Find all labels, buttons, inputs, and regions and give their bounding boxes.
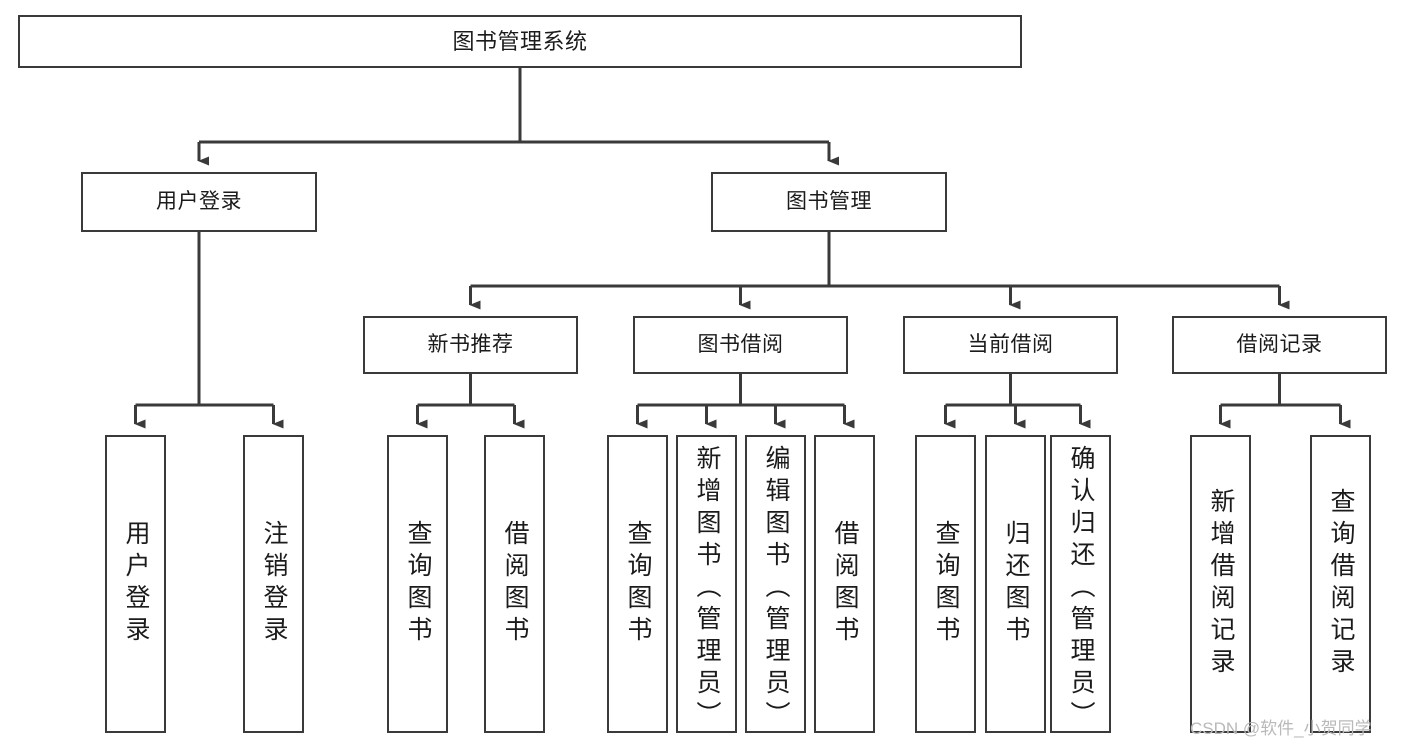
node-leaf-query-book-2[interactable]: 查询图书 (607, 435, 668, 733)
node-leaf-add-record[interactable]: 新增借阅记录 (1190, 435, 1251, 733)
node-label-borrow-record: 借阅记录 (1236, 332, 1323, 356)
csdn-watermark: CSDN @软件_小贺同学 (1190, 719, 1372, 738)
node-book-manage[interactable]: 图书管理 (711, 172, 947, 232)
node-label-leaf-query-book-3: 查询图书 (932, 520, 960, 648)
node-label-leaf-edit-book: 编辑图书（管理员） (762, 445, 790, 733)
node-leaf-return-book[interactable]: 归还图书 (985, 435, 1046, 733)
node-leaf-edit-book[interactable]: 编辑图书（管理员） (745, 435, 806, 733)
node-leaf-confirm-return[interactable]: 确认归还（管理员） (1050, 435, 1111, 733)
node-book-borrow[interactable]: 图书借阅 (633, 316, 848, 374)
node-label-book-borrow: 图书借阅 (697, 332, 784, 356)
node-borrow-record[interactable]: 借阅记录 (1172, 316, 1387, 374)
node-leaf-user-logout[interactable]: 注销登录 (243, 435, 304, 733)
node-leaf-query-book-1[interactable]: 查询图书 (387, 435, 448, 733)
node-label-book-manage: 图书管理 (786, 189, 872, 213)
node-label-root: 图书管理系统 (452, 28, 588, 54)
node-label-leaf-borrow-book-2: 借阅图书 (831, 520, 859, 648)
node-user-login[interactable]: 用户登录 (81, 172, 317, 232)
node-label-leaf-query-book-1: 查询图书 (404, 520, 432, 648)
node-label-leaf-user-login: 用户登录 (122, 520, 150, 648)
node-leaf-query-book-3[interactable]: 查询图书 (915, 435, 976, 733)
node-label-leaf-query-record: 查询借阅记录 (1327, 488, 1355, 680)
node-label-leaf-query-book-2: 查询图书 (624, 520, 652, 648)
node-label-leaf-return-book: 归还图书 (1002, 520, 1030, 648)
node-leaf-borrow-book-1[interactable]: 借阅图书 (484, 435, 545, 733)
node-current-borrow[interactable]: 当前借阅 (903, 316, 1118, 374)
node-label-new-book-rec: 新书推荐 (427, 332, 514, 356)
node-label-leaf-add-book: 新增图书（管理员） (693, 445, 721, 733)
node-leaf-borrow-book-2[interactable]: 借阅图书 (814, 435, 875, 733)
node-label-current-borrow: 当前借阅 (967, 332, 1054, 356)
node-leaf-query-record[interactable]: 查询借阅记录 (1310, 435, 1371, 733)
node-leaf-user-login[interactable]: 用户登录 (105, 435, 166, 733)
node-label-leaf-confirm-return: 确认归还（管理员） (1067, 445, 1095, 733)
node-label-leaf-user-logout: 注销登录 (260, 520, 288, 648)
node-leaf-add-book[interactable]: 新增图书（管理员） (676, 435, 737, 733)
node-label-user-login: 用户登录 (156, 189, 242, 213)
node-new-book-rec[interactable]: 新书推荐 (363, 316, 578, 374)
node-label-leaf-borrow-book-1: 借阅图书 (501, 520, 529, 648)
node-root[interactable]: 图书管理系统 (18, 15, 1022, 68)
node-label-leaf-add-record: 新增借阅记录 (1207, 488, 1235, 680)
